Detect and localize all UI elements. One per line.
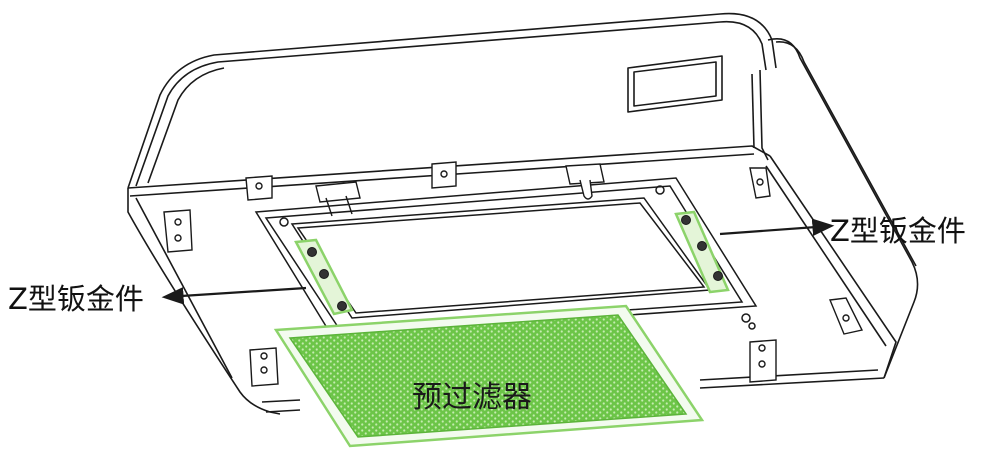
z-bracket-left xyxy=(294,238,354,316)
callout-arrow-left xyxy=(161,286,307,305)
filter-opening-frame xyxy=(254,177,758,337)
z-bracket-label-right: Z型钣金件 xyxy=(830,214,966,248)
pre-filter-label: 预过滤器 xyxy=(412,380,532,415)
callout-arrow-right xyxy=(719,218,835,237)
z-bracket-right xyxy=(674,210,730,294)
z-bracket-label-left: Z型钣金件 xyxy=(8,282,144,316)
pre-filter-panel xyxy=(273,304,705,448)
mounting-tabs xyxy=(163,161,864,387)
